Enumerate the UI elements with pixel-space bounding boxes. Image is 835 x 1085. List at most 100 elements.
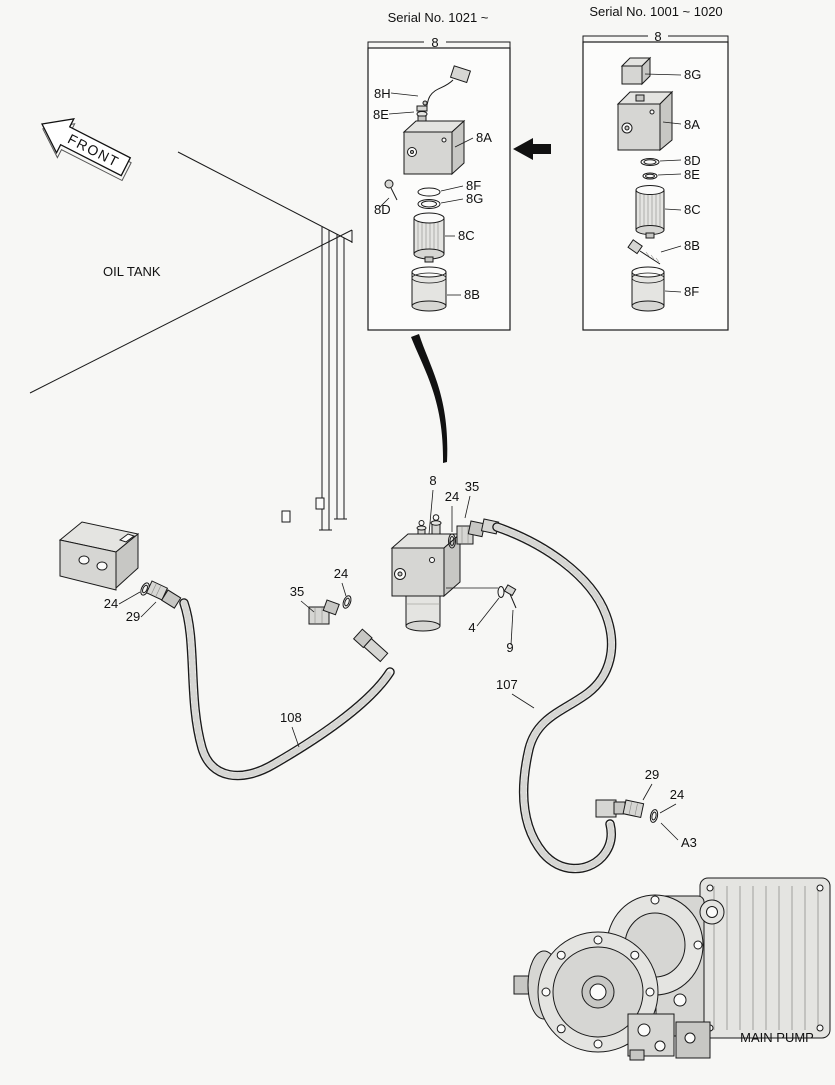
callout-8a: 8A [476, 130, 492, 145]
pump-top-port-inner [706, 906, 718, 918]
callout-8d-r: 8D [684, 153, 701, 168]
stud-tip [432, 514, 440, 521]
inset-right-serial: Serial No. 1001 ~ 1020 [589, 4, 722, 19]
pipe-clamp [315, 497, 325, 510]
ring-inner [651, 811, 657, 821]
nipple-hex [151, 583, 157, 595]
elbow-body [595, 799, 617, 818]
cap-side [641, 56, 651, 86]
stud-cap [430, 520, 442, 526]
leader-8a [454, 137, 474, 148]
callout-8g: 8G [466, 191, 483, 206]
pump-port [637, 1023, 651, 1037]
main-pump [513, 877, 831, 1061]
stud-cap [416, 525, 427, 531]
body-bolt [441, 137, 447, 143]
leader-8g-r [644, 73, 682, 76]
callout-elbow-mid: 35 [290, 584, 304, 599]
ring-outer [342, 595, 352, 609]
hose-braid [181, 600, 393, 779]
plug [422, 100, 428, 106]
washer-part [497, 586, 505, 598]
pump-port [654, 1040, 666, 1052]
pointer-curve [411, 334, 448, 463]
valve-assembly [390, 514, 517, 632]
part-8h-wire [422, 65, 472, 109]
callout-oring-mid: 24 [334, 566, 348, 581]
callout-hose-right: 107 [496, 677, 518, 692]
leader-port-a3 [660, 822, 679, 841]
valve-cup-bottom [405, 620, 441, 632]
part-8d-bolt [384, 179, 398, 201]
pump-bolt [693, 940, 703, 950]
leader-8a-r [662, 121, 682, 125]
callout-oring-top: 24 [445, 489, 459, 504]
cup-bottom [631, 300, 665, 312]
filter-top [413, 212, 445, 224]
elbow-body [308, 606, 330, 625]
pump-bolt [816, 1024, 824, 1032]
oil-tank-label: OIL TANK [103, 264, 161, 279]
hose-108 [179, 598, 395, 781]
leader-8c-r [664, 208, 682, 211]
valve-bolt [429, 557, 435, 563]
part-8g-cap [620, 56, 652, 86]
bracket-hole [78, 555, 90, 565]
top-fitting [635, 94, 645, 102]
valve-side [443, 532, 461, 598]
bolt-shaft [509, 593, 517, 609]
hose-108-end-fitting [352, 628, 389, 663]
callout-elbow-top: 35 [465, 479, 479, 494]
leader-8f-r [664, 290, 682, 293]
body-port-center [624, 125, 630, 131]
cup-thread [631, 272, 665, 284]
part-8a-body-r [616, 90, 674, 152]
callout-washer: 4 [468, 620, 475, 635]
part-8f-ring [417, 187, 441, 197]
ring-outer [448, 533, 456, 549]
part-8d-ring-r [640, 158, 660, 166]
ring-outer [640, 158, 660, 166]
callout-port-a3: A3 [681, 835, 697, 850]
tank-pipes [281, 227, 347, 531]
hose-end-left [160, 589, 182, 609]
leader-8g [440, 198, 464, 204]
bracket-hole [96, 561, 108, 571]
nipple-hex [628, 802, 632, 815]
part-8e-fitting [416, 105, 428, 125]
elbow-mid-assembly [308, 595, 352, 625]
leader-hose-left [291, 726, 300, 748]
part-8c-filter [413, 212, 445, 263]
connector [449, 65, 472, 84]
front-arrow-shadow [42, 123, 132, 182]
bolt [645, 987, 655, 997]
hose-fill [493, 523, 615, 872]
cap-front [621, 65, 643, 85]
tank-edge-bottom [29, 229, 353, 394]
callout-valve: 8 [429, 473, 436, 488]
leader-8e [388, 111, 415, 115]
hose-nut [160, 589, 182, 609]
callout-oring-left: 24 [104, 596, 118, 611]
callout-8d: 8D [374, 202, 391, 217]
part-8c-filter-r [635, 185, 665, 239]
callout-8b-r: 8B [684, 238, 700, 253]
bolt [556, 950, 566, 960]
part-8g-ring [417, 199, 441, 209]
ring-inner [344, 597, 350, 607]
pump-ribs [713, 886, 819, 1030]
wire [425, 79, 454, 109]
pointer-arrow-left-icon [513, 138, 551, 160]
filter-body [635, 189, 665, 231]
body-bolt [649, 109, 655, 115]
pipe-clamp [281, 510, 291, 523]
fitting-top [416, 105, 428, 112]
inset-right-group: 8 [654, 29, 661, 44]
hose-107-end-fitting [595, 799, 659, 823]
callout-nipple-pump: 29 [645, 767, 659, 782]
bolt-shaft [390, 187, 398, 201]
front-arrow: FRONT [41, 118, 132, 182]
hose-fill [180, 599, 394, 779]
ring-outer [417, 199, 441, 209]
leader-8h [390, 92, 419, 97]
